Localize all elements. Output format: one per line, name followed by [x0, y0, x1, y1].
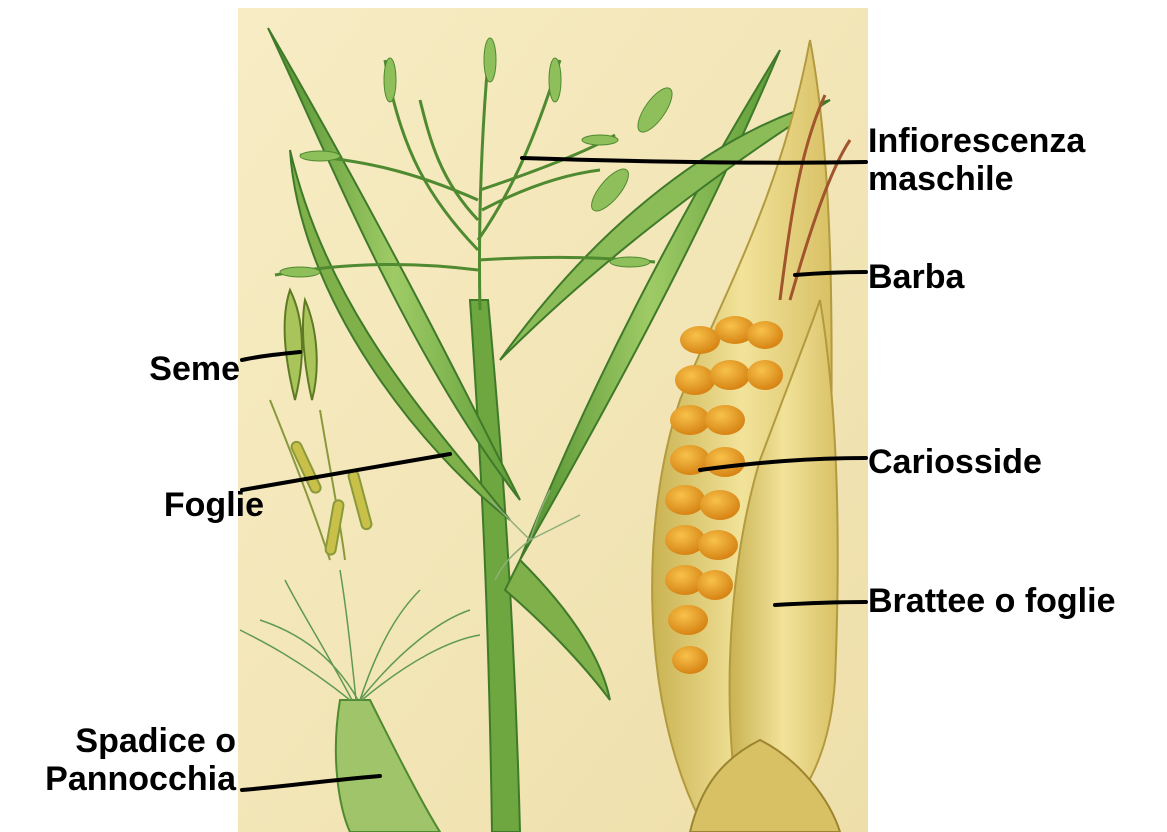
- label-infiorescenza-line1: Infiorescenza: [868, 122, 1085, 160]
- label-infiorescenza: Infiorescenza maschile: [868, 122, 1085, 198]
- label-cariosside: Cariosside: [868, 443, 1042, 481]
- label-spadice: Spadice o Pannocchia: [45, 722, 236, 798]
- label-seme: Seme: [149, 350, 240, 388]
- label-brattee: Brattee o foglie: [868, 582, 1115, 620]
- label-spadice-line2: Pannocchia: [45, 760, 236, 798]
- label-infiorescenza-line2: maschile: [868, 160, 1085, 198]
- label-foglie: Foglie: [164, 486, 264, 524]
- label-barba: Barba: [868, 258, 964, 296]
- label-spadice-line1: Spadice o: [45, 722, 236, 760]
